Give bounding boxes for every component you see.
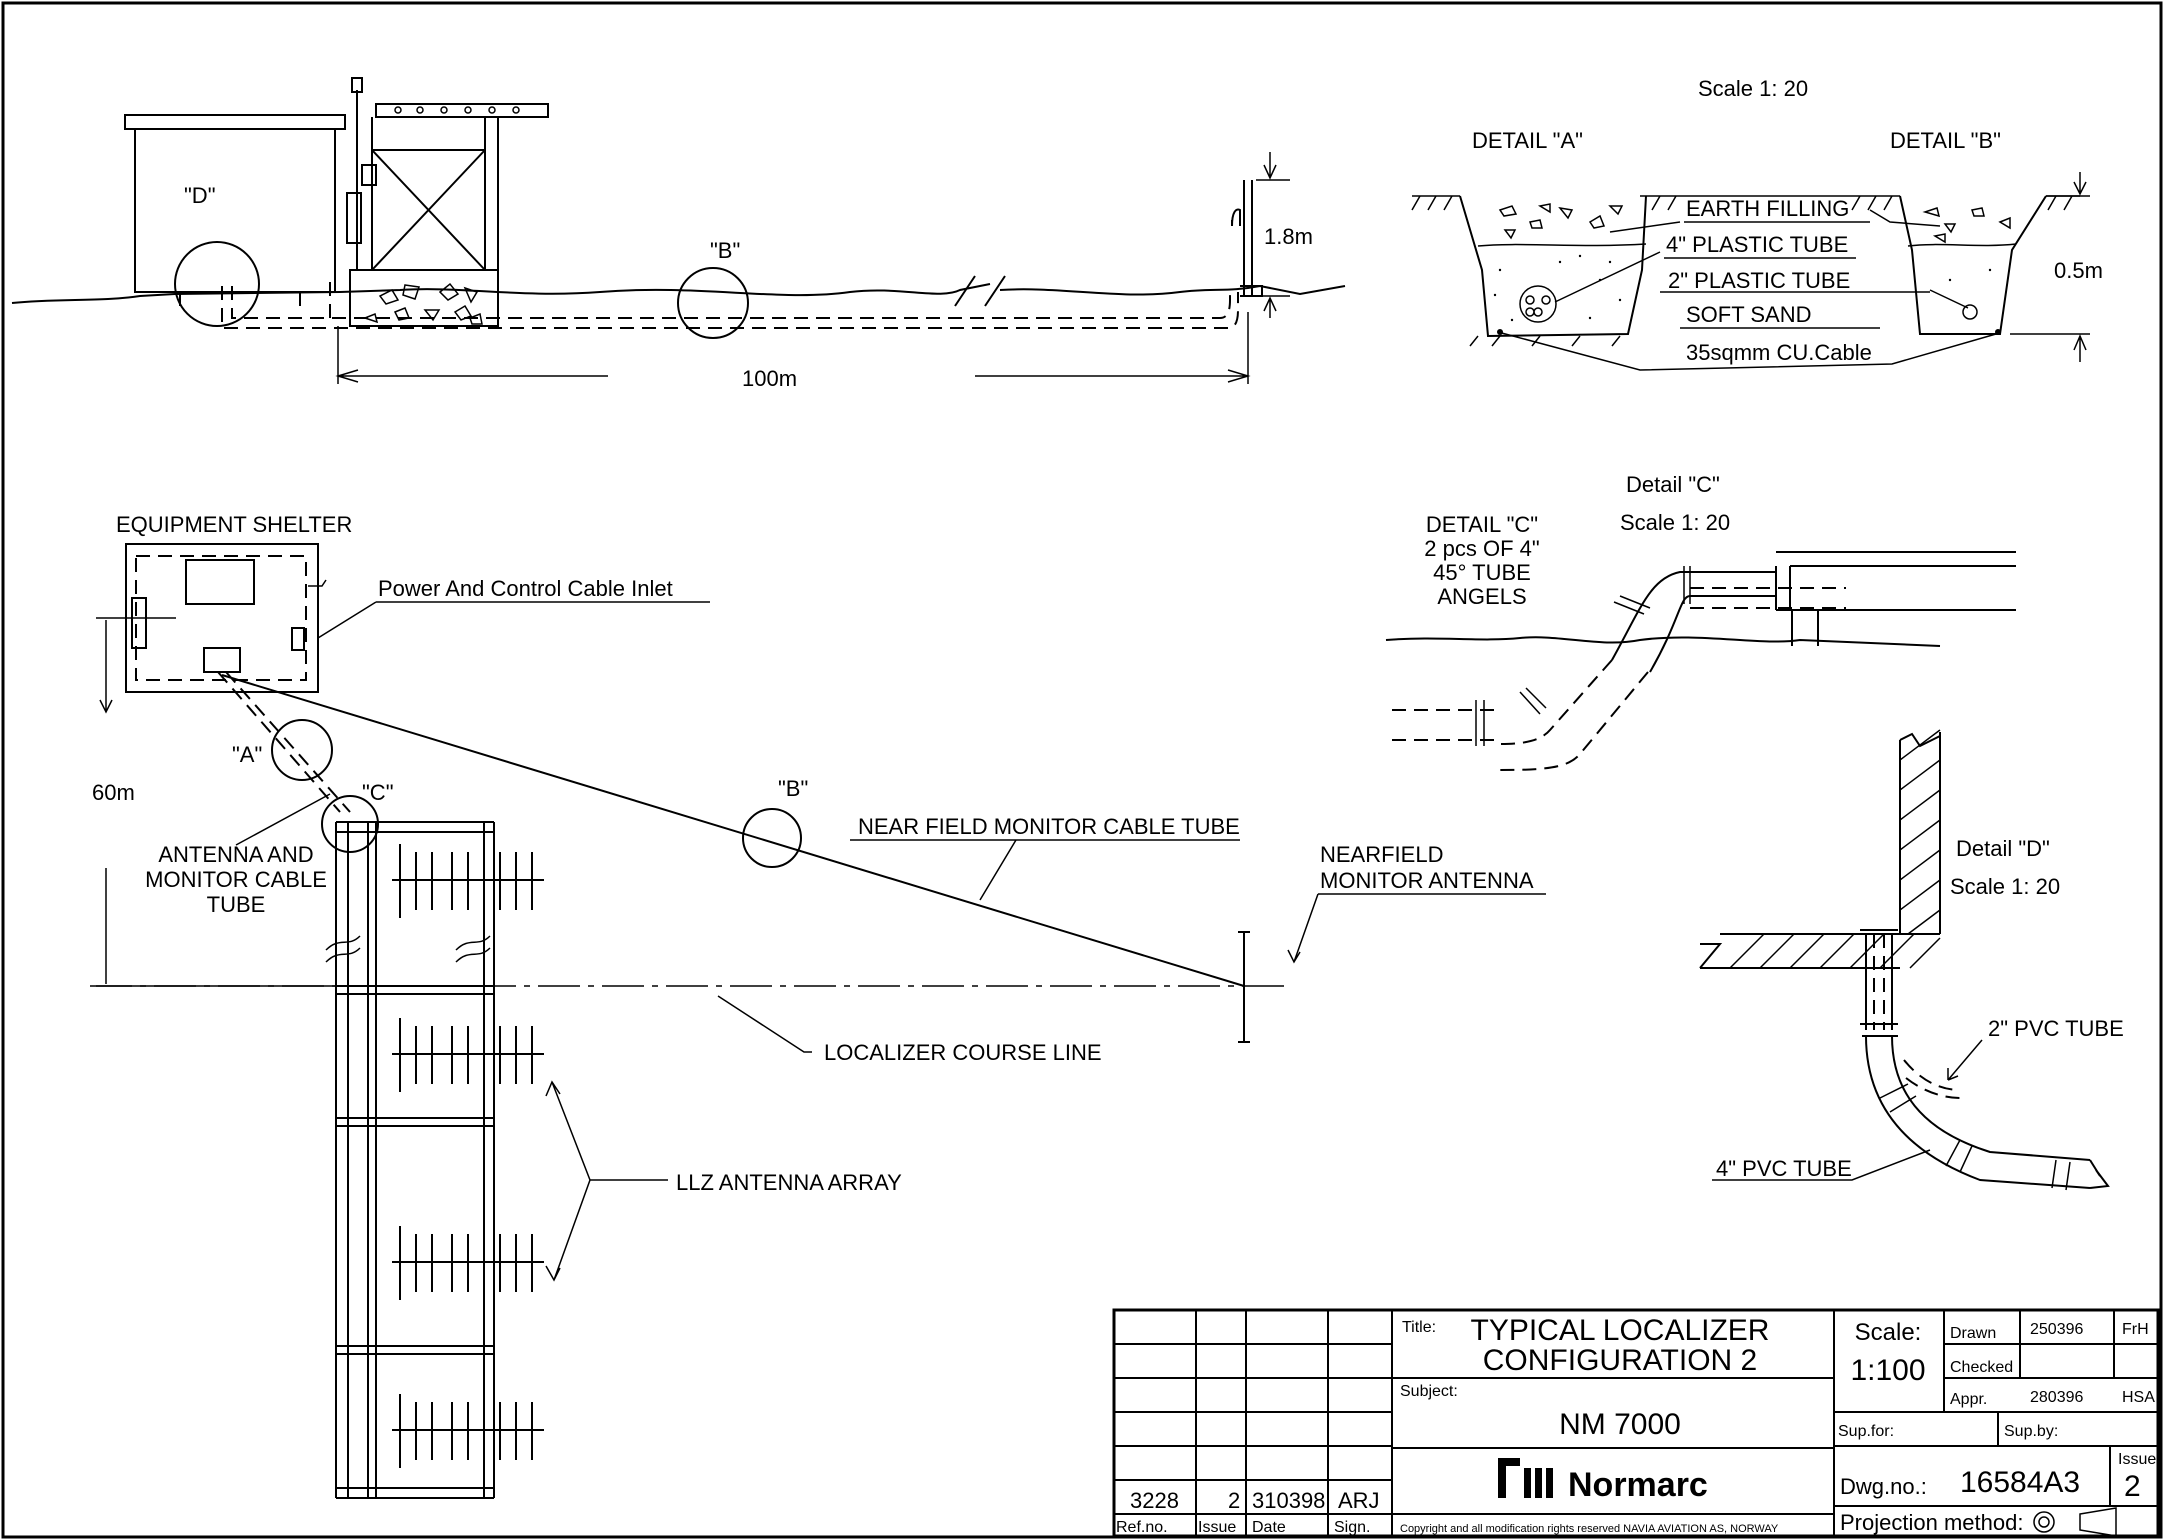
detail-b-title: DETAIL "B" [1890,128,2001,153]
label-cable: 35sqmm CU.Cable [1686,340,1872,365]
detail-d-scale: Scale 1: 20 [1950,874,2060,899]
label-antenna-tube-3: TUBE [207,892,266,917]
dwg-label: Dwg.no.: [1840,1474,1927,1499]
label-near-field-tube: NEAR FIELD MONITOR CABLE TUBE [858,814,1240,839]
rev-sign: ARJ [1338,1488,1380,1513]
scale-label: Scale: [1855,1319,1922,1346]
detail-c-note-2: 2 pcs OF 4" [1424,536,1539,561]
elev-height: 1.8m [1264,224,1313,249]
plan-detail-b [742,808,802,868]
detail-ab-scale: Scale 1: 20 [1698,76,1808,101]
drawn-sign: FrH [2122,1321,2149,1338]
detail-c-title: Detail "C" [1626,472,1720,497]
projection-symbol [2033,1507,2117,1537]
label-cable-inlet: Power And Control Cable Inlet [378,576,673,601]
sup-by: Sup.by: [2004,1423,2058,1440]
issue-label: Issue [2118,1451,2156,1468]
elev-label-d: "D" [184,183,216,208]
detail-c: Detail "C" Scale 1: 20 DETAIL "C" 2 pcs … [1385,472,2016,771]
plan-view: EQUIPMENT SHELTER Power And Control Cabl… [90,512,1546,1499]
elevation-view: "D" "B" 1.8m 100m [11,77,1346,391]
detail-b-marker [677,267,749,339]
detail-d-marker [174,241,260,327]
label-nearfield-2: MONITOR ANTENNA [1320,868,1534,893]
appr-sign: HSA [2122,1389,2155,1406]
normarc-logo [1498,1458,1553,1498]
plan-label-b: "B" [778,776,808,801]
label-nearfield-1: NEARFIELD [1320,842,1443,867]
appr-date: 280396 [2030,1389,2083,1406]
company-name: Normarc [1568,1466,1708,1504]
sup-for: Sup.for: [1838,1423,1894,1440]
label-equipment-shelter: EQUIPMENT SHELTER [116,512,352,537]
rev-date: 310398 [1252,1488,1325,1513]
title-block: 3228 2 310398 ARJ Ref.no. Issue Date Sig… [1112,1308,2160,1538]
title-line-2: CONFIGURATION 2 [1483,1344,1757,1377]
detail-c-note-3: 45° TUBE [1433,560,1531,585]
hdr-ref-no: Ref.no. [1116,1519,1168,1536]
rev-ref-no: 3228 [1130,1488,1179,1513]
scale-value: 1:100 [1850,1354,1925,1387]
label-antenna-array: LLZ ANTENNA ARRAY [676,1170,902,1195]
detail-ab: Scale 1: 20 DETAIL "A" DETAIL "B" [1411,76,2103,371]
plan-detail-a [271,719,333,781]
issue-value: 2 [2124,1470,2141,1503]
hdr-sign: Sign. [1334,1519,1370,1536]
title-line-1: TYPICAL LOCALIZER [1471,1314,1770,1347]
subject-value: NM 7000 [1559,1408,1681,1441]
label-60m: 60m [92,780,135,805]
label-pvc-4: 4" PVC TUBE [1716,1156,1852,1181]
rev-issue: 2 [1228,1488,1240,1513]
label-depth: 0.5m [2054,258,2103,283]
detail-c-note-1: DETAIL "C" [1426,512,1538,537]
subject-label: Subject: [1400,1383,1458,1400]
detail-a-title: DETAIL "A" [1472,128,1583,153]
drawn-date: 250396 [2030,1321,2083,1338]
label-antenna-tube-2: MONITOR CABLE [145,867,327,892]
title-label: Title: [1402,1319,1436,1336]
checked-label: Checked [1950,1359,2013,1376]
detail-c-scale: Scale 1: 20 [1620,510,1730,535]
detail-d-title: Detail "D" [1956,836,2050,861]
detail-d: Detail "D" Scale 1: 20 2" PVC TUBE 4" PV… [1699,729,2124,1191]
label-course-line: LOCALIZER COURSE LINE [824,1040,1102,1065]
antenna-array [325,821,544,1499]
copyright: Copyright and all modification rights re… [1400,1523,1779,1535]
label-plastic-tube-4: 4" PLASTIC TUBE [1666,232,1848,257]
appr-label: Appr. [1950,1391,1987,1408]
elev-label-b: "B" [710,238,740,263]
label-antenna-tube-1: ANTENNA AND [158,842,313,867]
plan-label-c: "C" [362,780,394,805]
hdr-date: Date [1252,1519,1286,1536]
label-plastic-tube-2: 2" PLASTIC TUBE [1668,268,1850,293]
plan-detail-c [321,795,379,853]
elev-distance: 100m [742,366,797,391]
plan-label-a: "A" [232,742,262,767]
drawn-label: Drawn [1950,1325,1996,1342]
projection-label: Projection method: [1840,1510,2023,1535]
label-soft-sand: SOFT SAND [1686,302,1812,327]
label-pvc-2: 2" PVC TUBE [1988,1016,2124,1041]
hdr-issue: Issue [1198,1519,1236,1536]
detail-c-note-4: ANGELS [1437,584,1526,609]
dwg-no: 16584A3 [1960,1466,2080,1499]
label-earth-filling: EARTH FILLING [1686,196,1849,221]
